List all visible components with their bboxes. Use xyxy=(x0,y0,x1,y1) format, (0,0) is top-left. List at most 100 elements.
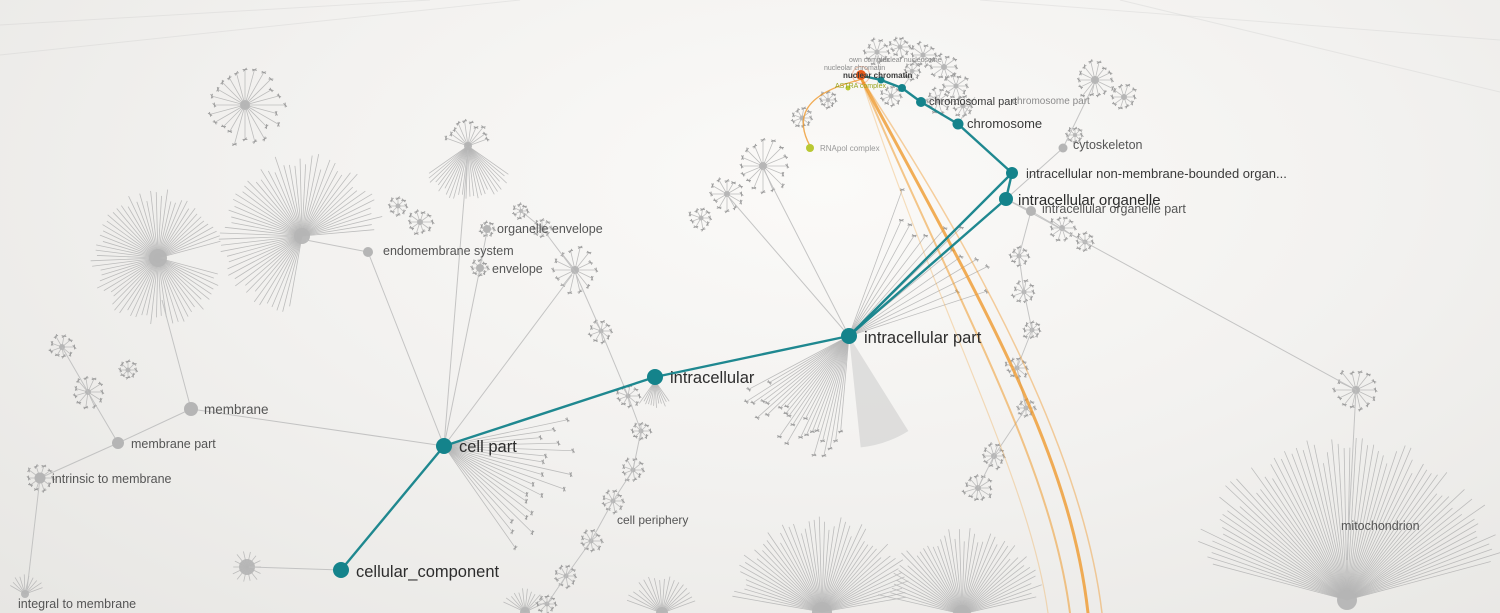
cluster-hub-node[interactable] xyxy=(1091,76,1099,84)
node-chromosomal-part[interactable] xyxy=(916,97,926,107)
cluster-hub-node[interactable] xyxy=(395,203,401,209)
collapsed-cluster[interactable] xyxy=(952,94,974,118)
label-cytoskeleton[interactable]: cytoskeleton xyxy=(1073,138,1143,152)
collapsed-cluster[interactable] xyxy=(1076,59,1115,98)
cluster-hub-node[interactable] xyxy=(125,367,131,373)
collapsed-cluster[interactable] xyxy=(1010,279,1036,304)
collapsed-cluster[interactable] xyxy=(743,335,850,458)
collapsed-cluster[interactable] xyxy=(511,202,530,220)
cluster-hub-node[interactable] xyxy=(239,559,255,575)
node-astra-complex-node[interactable] xyxy=(845,85,851,91)
label-integral-to-membrane[interactable]: integral to membrane xyxy=(18,597,136,611)
node-cell-part[interactable] xyxy=(436,438,452,454)
cluster-hub-node[interactable] xyxy=(953,83,959,89)
node-cytoskeleton[interactable] xyxy=(1058,143,1068,153)
collapsed-cluster[interactable] xyxy=(879,85,903,108)
collapsed-cluster[interactable] xyxy=(910,40,938,68)
cluster-hub-node[interactable] xyxy=(1121,94,1127,100)
cluster-hub-node[interactable] xyxy=(812,602,832,613)
collapsed-cluster[interactable] xyxy=(862,37,891,66)
collapsed-cluster[interactable] xyxy=(587,318,614,345)
collapsed-cluster[interactable] xyxy=(888,36,913,60)
collapsed-cluster[interactable] xyxy=(10,574,43,598)
collapsed-cluster[interactable] xyxy=(90,189,221,325)
collapsed-cluster[interactable] xyxy=(387,196,409,217)
cluster-hub-node[interactable] xyxy=(240,100,250,110)
node-rnapol-complex-node[interactable] xyxy=(806,144,814,152)
label-intrinsic-to-membrane[interactable]: intrinsic to membrane xyxy=(52,472,172,486)
cluster-hub-node[interactable] xyxy=(1337,590,1357,610)
label-rnapol-complex[interactable]: RNApol complex xyxy=(820,144,880,153)
label-membrane-part[interactable]: membrane part xyxy=(131,437,216,451)
label-nuclear-chromatin[interactable]: nuclear chromatin xyxy=(843,71,912,80)
node-membrane-part[interactable] xyxy=(112,437,124,449)
label-nucleolar-chromatin[interactable]: nucleolar chromatin xyxy=(824,65,885,72)
label-own-complex[interactable]: own complex xyxy=(849,57,890,64)
collapsed-cluster[interactable] xyxy=(443,417,576,551)
cluster-hub-node[interactable] xyxy=(149,249,167,267)
label-cell-part[interactable]: cell part xyxy=(459,438,517,456)
collapsed-cluster[interactable] xyxy=(790,106,814,128)
collapsed-cluster[interactable] xyxy=(688,207,713,232)
collapsed-cluster[interactable] xyxy=(1110,83,1137,110)
node-organelle-envelope[interactable] xyxy=(483,225,491,233)
collapsed-cluster[interactable] xyxy=(48,334,77,359)
collapsed-cluster[interactable] xyxy=(1008,245,1031,268)
label-cell-periphery[interactable]: cell periphery xyxy=(617,513,688,527)
label-organelle-envelope[interactable]: organelle envelope xyxy=(497,222,603,236)
label-nuclear-nucleosome[interactable]: nuclear nucleosome xyxy=(879,57,942,64)
node-chromatin-node-2[interactable] xyxy=(877,76,885,84)
collapsed-cluster[interactable] xyxy=(207,67,288,146)
collapsed-cluster[interactable] xyxy=(1198,437,1500,610)
label-intracellular-organelle-part[interactable]: intracellular organelle part xyxy=(1042,202,1186,216)
node-intrinsic-to-membrane[interactable] xyxy=(34,472,46,484)
label-astra-complex[interactable]: ASTRA complex xyxy=(835,83,886,90)
node-intracellular-nmb-organelle[interactable] xyxy=(1006,167,1018,179)
label-chromosomal-part[interactable]: chromosomal part xyxy=(929,96,1017,108)
label-endomembrane-system[interactable]: endomembrane system xyxy=(383,244,514,258)
collapsed-cluster[interactable] xyxy=(535,594,558,613)
cluster-hub-node[interactable] xyxy=(935,98,941,104)
cluster-hub-node[interactable] xyxy=(520,607,530,613)
collapsed-cluster[interactable] xyxy=(218,154,383,312)
label-membrane[interactable]: membrane xyxy=(204,402,269,417)
node-chromosome[interactable] xyxy=(952,118,964,130)
node-intracellular-organelle-part[interactable] xyxy=(1026,206,1036,216)
node-intracellular-part[interactable] xyxy=(841,328,857,344)
collapsed-cluster[interactable] xyxy=(1004,357,1029,380)
node-intracellular-organelle[interactable] xyxy=(999,192,1013,206)
cluster-hub-node[interactable] xyxy=(698,215,704,221)
collapsed-cluster[interactable] xyxy=(961,474,993,502)
label-mitochondrion[interactable]: mitochondrion xyxy=(1341,519,1420,533)
cluster-hub-node[interactable] xyxy=(21,590,29,598)
cluster-hub-node[interactable] xyxy=(724,191,730,197)
collapsed-cluster[interactable] xyxy=(444,118,490,147)
cluster-hub-node[interactable] xyxy=(888,93,894,99)
collapsed-cluster[interactable] xyxy=(941,72,969,101)
cluster-hub-node[interactable] xyxy=(960,103,966,109)
collapsed-cluster[interactable] xyxy=(118,359,139,380)
label-chromosome[interactable]: chromosome xyxy=(967,116,1042,131)
collapsed-cluster[interactable] xyxy=(626,576,696,613)
label-envelope[interactable]: envelope xyxy=(492,262,543,276)
cluster-hub-node[interactable] xyxy=(759,162,767,170)
node-membrane[interactable] xyxy=(184,402,198,416)
label-intracellular[interactable]: intracellular xyxy=(670,369,755,387)
collapsed-cluster[interactable] xyxy=(407,209,435,236)
node-intracellular[interactable] xyxy=(647,369,663,385)
collapsed-cluster[interactable] xyxy=(428,142,509,199)
cluster-hub-node[interactable] xyxy=(920,52,926,58)
collapsed-cluster[interactable] xyxy=(616,384,642,409)
node-envelope[interactable] xyxy=(476,264,484,272)
cluster-hub-node[interactable] xyxy=(953,605,971,613)
node-selected-term[interactable] xyxy=(856,70,866,80)
node-cellular-component[interactable] xyxy=(333,562,349,578)
label-intracellular-part[interactable]: intracellular part xyxy=(864,329,982,347)
node-chromatin-node[interactable] xyxy=(898,84,906,92)
label-chromosome-part[interactable]: chromosome part xyxy=(1012,96,1090,107)
collapsed-cluster[interactable] xyxy=(601,489,626,515)
cluster-hub-node[interactable] xyxy=(826,98,830,102)
collapsed-cluster[interactable] xyxy=(739,137,790,195)
collapsed-cluster[interactable] xyxy=(818,90,838,110)
